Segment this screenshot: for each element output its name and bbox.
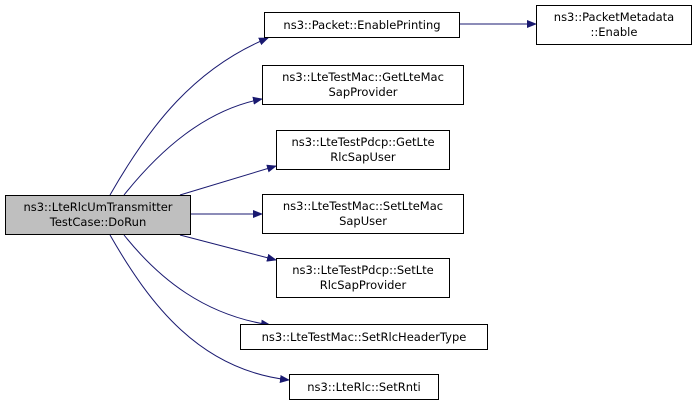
node-set-rlc-header-type[interactable]: ns3::LteTestMac::SetRlcHeaderType [240, 324, 488, 350]
node-enable-printing[interactable]: ns3::Packet::EnablePrinting [264, 12, 460, 38]
node-dorun[interactable]: ns3::LteRlcUmTransmitter TestCase::DoRun [5, 195, 191, 235]
node-set-lte-rlc-sap-provider[interactable]: ns3::LteTestPdcp::SetLte RlcSapProvider [276, 258, 450, 298]
node-get-lte-mac-sap-provider[interactable]: ns3::LteTestMac::GetLteMac SapProvider [262, 65, 464, 105]
edge-dorun-to-get-lte-mac-sap-provider [123, 96, 263, 196]
edge-dorun-to-enable-printing [109, 37, 269, 196]
edge-dorun-to-get-lte-rlc-sap-user [179, 164, 277, 196]
edge-dorun-to-set-rlc-header-type [123, 234, 271, 328]
edge-dorun-to-set-rnti [109, 234, 290, 383]
node-set-rnti[interactable]: ns3::LteRlc::SetRnti [289, 374, 439, 400]
node-metadata-enable[interactable]: ns3::PacketMetadata ::Enable [536, 5, 692, 45]
edge-dorun-to-set-lte-rlc-sap-provider [179, 234, 277, 262]
node-set-lte-mac-sap-user[interactable]: ns3::LteTestMac::SetLteMac SapUser [262, 194, 464, 234]
node-get-lte-rlc-sap-user[interactable]: ns3::LteTestPdcp::GetLte RlcSapUser [276, 130, 450, 170]
